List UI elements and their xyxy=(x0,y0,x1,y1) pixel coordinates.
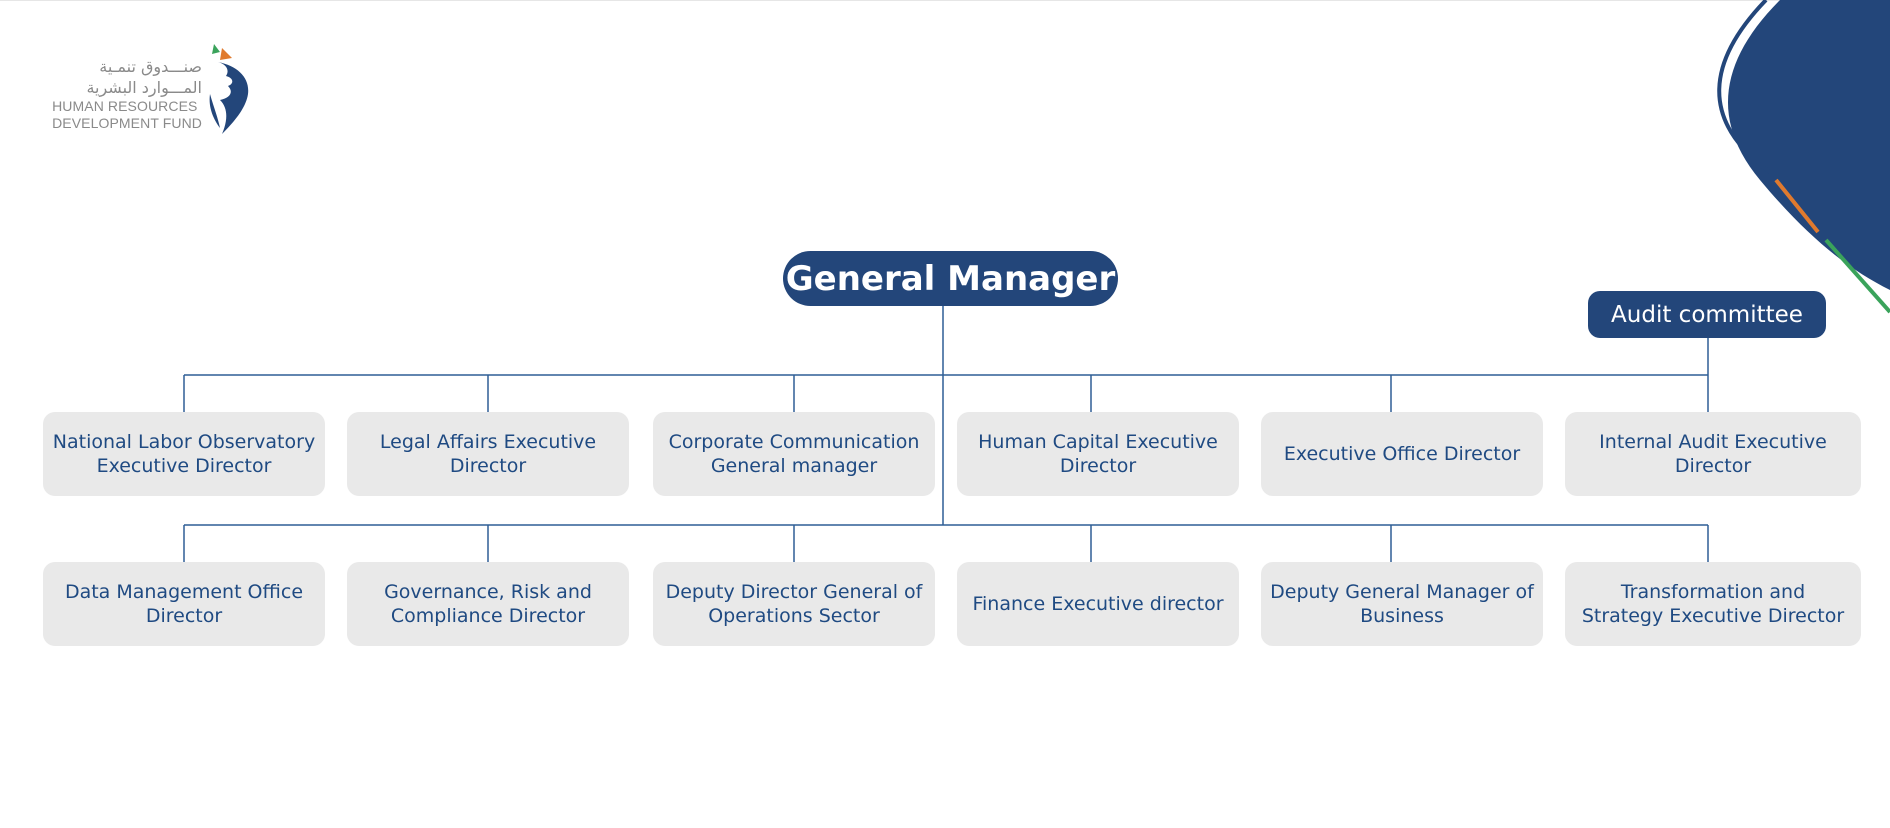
org-unit-label: Human Capital Executive Director xyxy=(978,431,1218,477)
org-unit-label: Transformation and Strategy Executive Di… xyxy=(1581,581,1845,627)
org-unit-label: Governance, Risk and Compliance Director xyxy=(384,581,592,627)
org-unit-transformation-strategy: Transformation and Strategy Executive Di… xyxy=(1565,562,1861,646)
logo-arabic-line-2: المـــوارد البشرية xyxy=(86,78,202,97)
org-unit-operations-sector: Deputy Director General of Operations Se… xyxy=(653,562,935,646)
corner-decoration xyxy=(1717,0,1890,314)
org-unit-executive-office: Executive Office Director xyxy=(1261,412,1543,496)
logo-arabic-line-1: صنـــدوق تنمـية xyxy=(99,57,202,76)
org-unit-legal-affairs: Legal Affairs Executive Director xyxy=(347,412,629,496)
org-unit-national-labor-observatory: National Labor Observatory Executive Dir… xyxy=(43,412,325,496)
org-unit-internal-audit: Internal Audit Executive Director xyxy=(1565,412,1861,496)
logo-emblem-icon xyxy=(209,44,249,134)
logo-text: صنـــدوق تنمـية المـــوارد البشرية HUMAN… xyxy=(52,56,202,132)
general-manager-node: General Manager xyxy=(783,251,1118,306)
org-unit-label: Finance Executive director xyxy=(972,593,1224,615)
org-unit-finance: Finance Executive director xyxy=(957,562,1239,646)
hrdf-logo: صنـــدوق تنمـية المـــوارد البشرية HUMAN… xyxy=(50,42,260,142)
top-divider xyxy=(0,0,1890,1)
org-unit-label: Internal Audit Executive Director xyxy=(1599,431,1827,477)
logo-english-line-1: HUMAN RESOURCES xyxy=(52,98,198,114)
org-unit-governance-risk-compliance: Governance, Risk and Compliance Director xyxy=(347,562,629,646)
logo-english-line-2: DEVELOPMENT FUND xyxy=(52,115,202,131)
org-unit-label: Executive Office Director xyxy=(1283,443,1521,465)
org-unit-label: Corporate Communication General manager xyxy=(668,431,920,477)
org-unit-label: Deputy General Manager of Business xyxy=(1270,581,1534,627)
org-unit-corporate-communication: Corporate Communication General manager xyxy=(653,412,935,496)
org-unit-label: Legal Affairs Executive Director xyxy=(379,431,597,477)
org-unit-label: Deputy Director General of Operations Se… xyxy=(665,581,923,627)
org-unit-data-management: Data Management Office Director xyxy=(43,562,325,646)
org-unit-label: Data Management Office Director xyxy=(64,581,304,627)
org-unit-label: National Labor Observatory Executive Dir… xyxy=(52,431,316,477)
audit-committee-node: Audit committee xyxy=(1588,291,1826,338)
org-unit-human-capital: Human Capital Executive Director xyxy=(957,412,1239,496)
org-unit-business: Deputy General Manager of Business xyxy=(1261,562,1543,646)
